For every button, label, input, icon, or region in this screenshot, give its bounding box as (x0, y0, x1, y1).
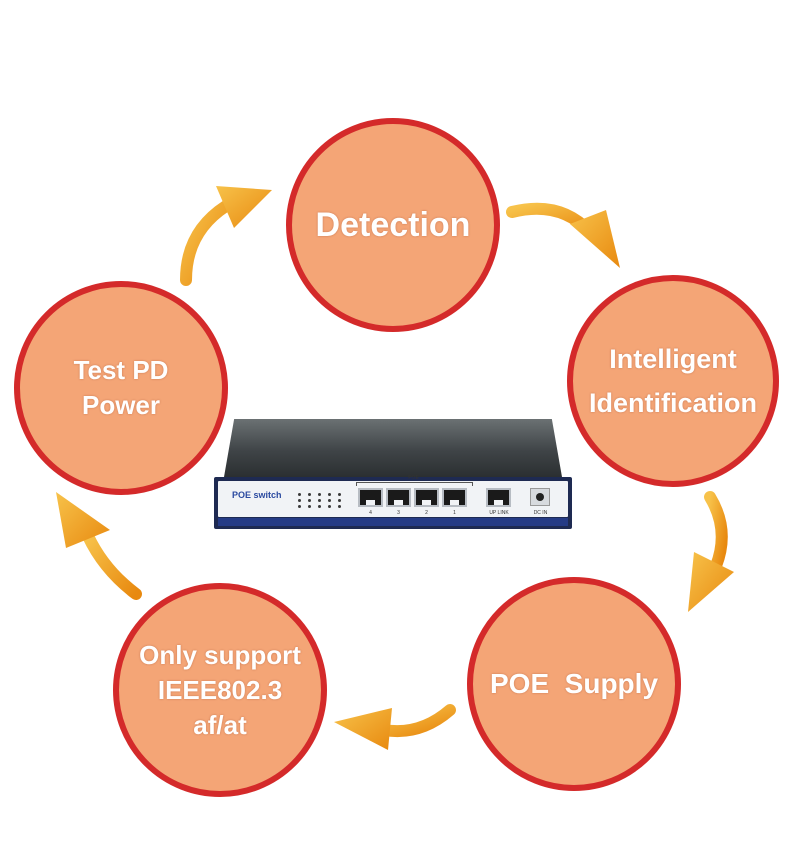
poe-group-label: POE (408, 475, 419, 481)
step-test-pd-power-circle: Test PD Power (14, 281, 228, 495)
poe-group-bracket (356, 482, 473, 486)
step-ieee-label-line3: af/at (193, 709, 247, 740)
port-label: 3 (397, 510, 400, 516)
led-icon (308, 499, 311, 502)
ethernet-port-icon (414, 488, 439, 507)
step-ieee-label-line1: Only support (139, 639, 301, 670)
led-icon (308, 493, 311, 496)
curved-arrow-icon (56, 492, 142, 600)
step-ieee-support-circle: Only support IEEE802.3 af/at (113, 583, 327, 797)
uplink-label: UP LINK (489, 510, 509, 516)
step-detection-circle: Detection (286, 118, 500, 332)
step-ieee-label-line2: IEEE802.3 (157, 674, 283, 705)
curved-arrow-icon (506, 202, 620, 268)
led-icon (328, 505, 331, 508)
device-label-panel: POE switch (218, 475, 568, 517)
step-ident-label-line1: Intelligent (609, 344, 737, 374)
led-icon (298, 505, 301, 508)
led-icon (308, 505, 311, 508)
ethernet-port-icon (358, 488, 383, 507)
led-icon (328, 493, 331, 496)
port-label: 2 (425, 510, 428, 516)
poe-switch-device: POE switch (214, 419, 572, 529)
device-front-panel: POE switch (214, 475, 572, 529)
led-icon (338, 505, 341, 508)
step-test-label-line1: Test PD (73, 355, 169, 385)
step-poe-supply-label: POE Supply (489, 668, 659, 699)
curved-arrow-icon (688, 491, 734, 612)
device-brand-label: POE switch (232, 490, 282, 500)
step-poe-supply-circle: POE Supply (467, 577, 681, 791)
led-icon (318, 505, 321, 508)
led-icon (318, 493, 321, 496)
curved-arrow-icon (180, 186, 272, 286)
led-icon (338, 493, 341, 496)
curved-arrow-icon (334, 704, 456, 750)
ethernet-port-icon (442, 488, 467, 507)
port-label: 1 (453, 510, 456, 516)
led-icon (318, 499, 321, 502)
ethernet-port-icon (386, 488, 411, 507)
led-icon (328, 499, 331, 502)
step-test-label-line2: Power (81, 390, 161, 420)
device-top-cover (224, 419, 562, 477)
dc-jack-icon (530, 488, 550, 506)
led-icon (298, 493, 301, 496)
uplink-port-icon (486, 488, 511, 507)
port-label: 4 (369, 510, 372, 516)
step-detection-label: Detection (315, 205, 471, 244)
device-bottom-strip (218, 518, 568, 526)
device-status-leds (296, 491, 352, 513)
step-ident-label-line2: Identification (589, 388, 757, 418)
step-intelligent-identification-circle: Intelligent Identification (567, 275, 779, 487)
dc-in-label: DC IN (533, 510, 548, 516)
led-icon (338, 499, 341, 502)
led-icon (298, 499, 301, 502)
